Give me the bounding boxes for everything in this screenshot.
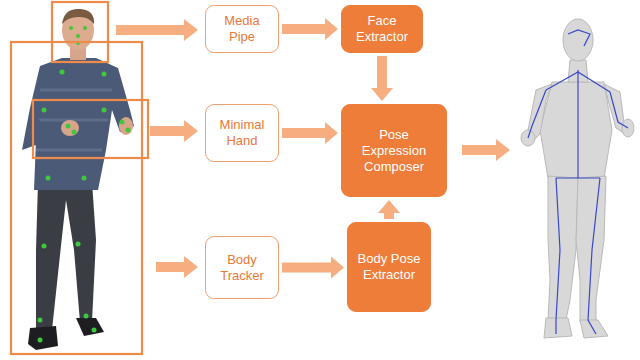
box-label: Body Pose Extractor: [348, 251, 430, 283]
box-label: Minimal Hand: [206, 117, 278, 149]
person-photo: [22, 9, 134, 350]
skeleton: [528, 30, 628, 334]
process-box: Body Pose Extractor: [347, 222, 431, 312]
flow-arrow: [282, 18, 338, 40]
process-box: Face Extractor: [341, 5, 423, 53]
body-mesh: [521, 19, 634, 338]
process-box: Pose Expression Composer: [341, 104, 447, 197]
flow-arrow: [282, 257, 344, 279]
box-label: Pose Expression Composer: [342, 127, 446, 175]
flow-arrow: [371, 56, 393, 101]
input-arrows: [116, 19, 510, 278]
bounding-boxes: [11, 2, 148, 354]
box-label: Face Extractor: [342, 13, 422, 45]
module-box: Media Pipe: [205, 5, 279, 53]
flow-arrow: [378, 200, 400, 219]
box-label: Body Tracker: [206, 252, 278, 284]
module-box: Minimal Hand: [205, 104, 279, 162]
module-box: Body Tracker: [205, 236, 279, 299]
box-label: Media Pipe: [206, 13, 278, 45]
flow-arrow: [282, 122, 338, 144]
